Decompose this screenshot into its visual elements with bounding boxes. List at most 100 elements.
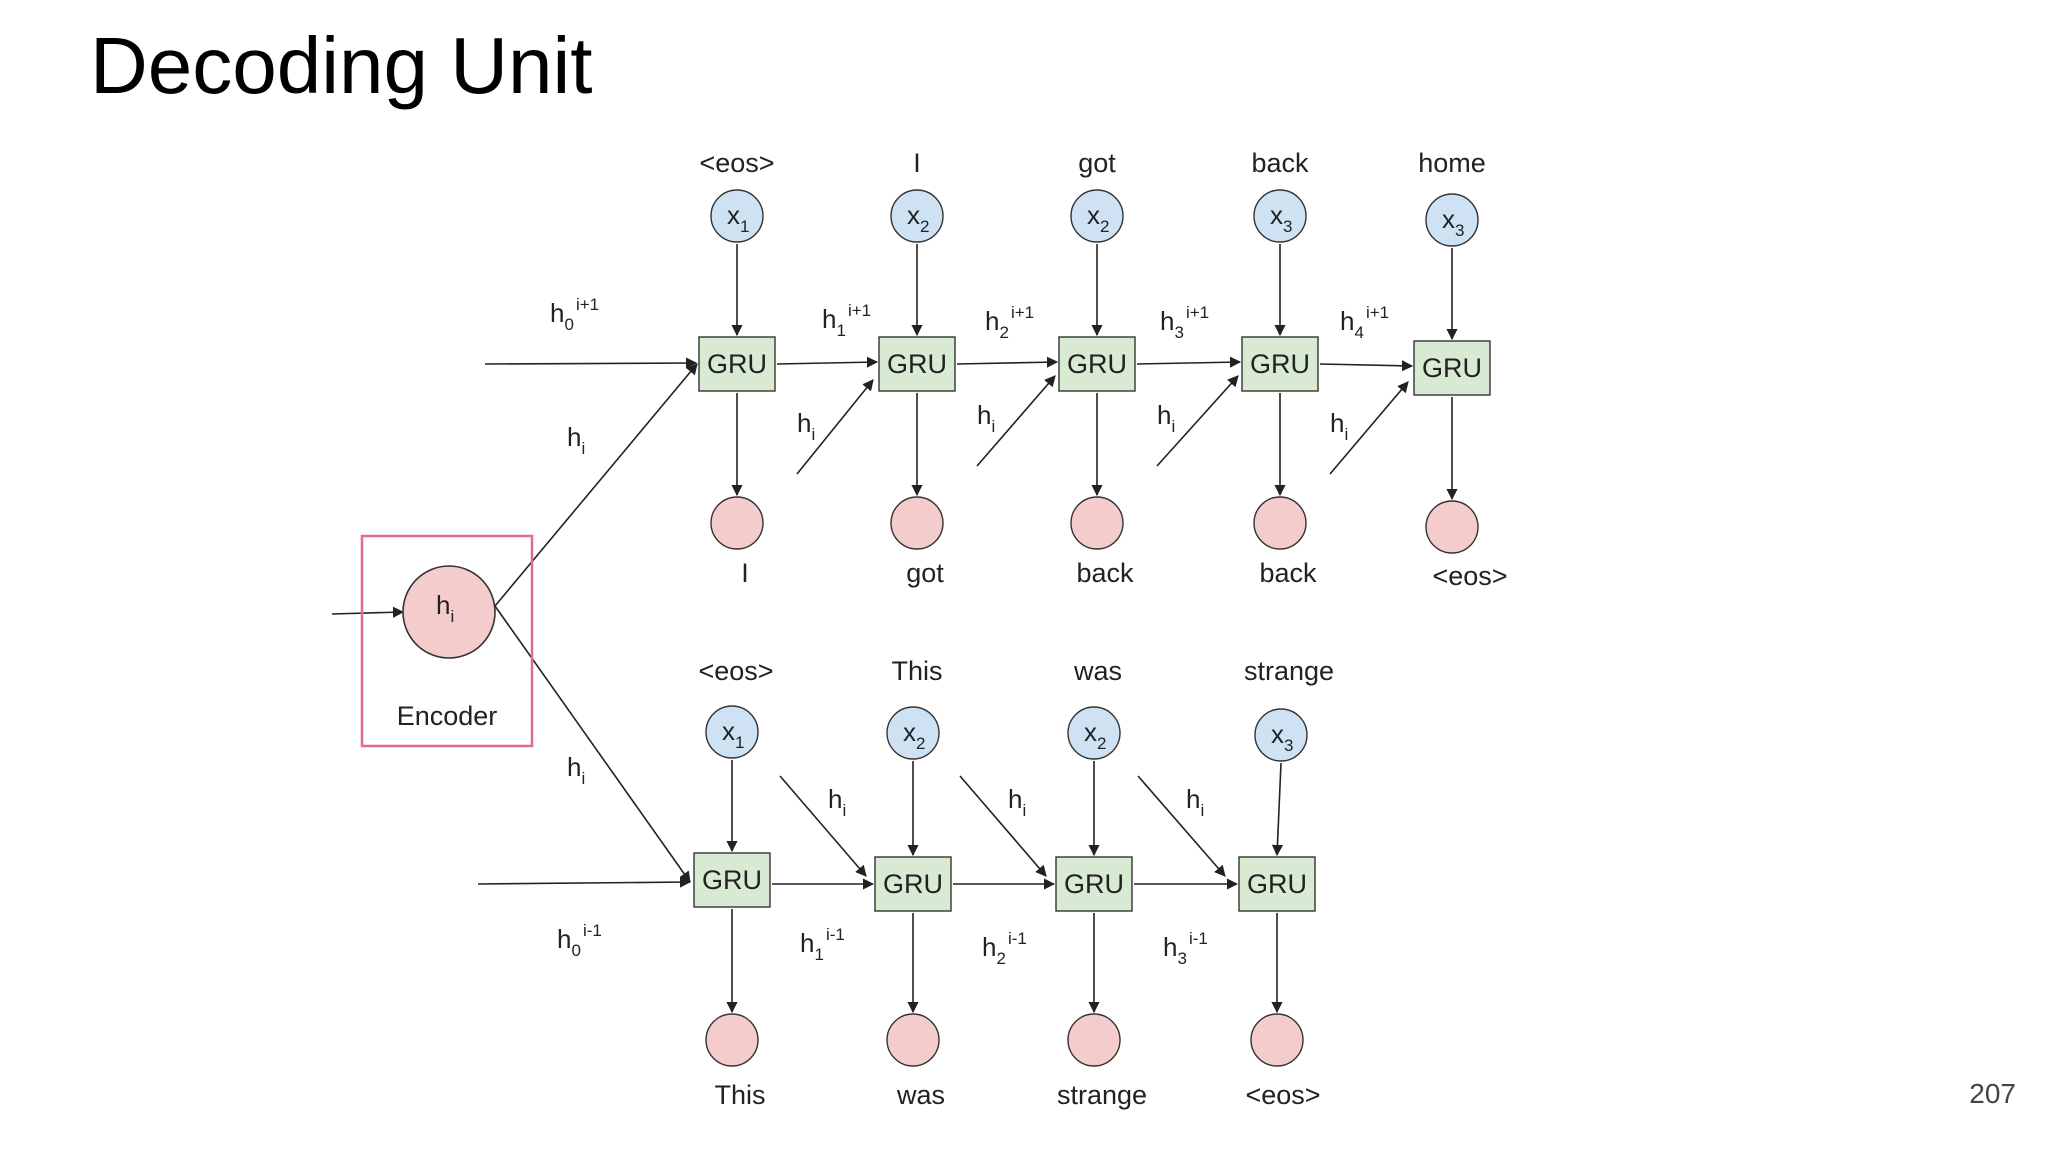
bottom-input-word-0: <eos> [698,656,773,686]
bottom-input-node-3 [1254,708,1308,762]
top-hidden-label-3: h3i+1 [1160,303,1209,342]
top-context-arrow-3 [1156,375,1239,467]
bottom-gru-0 [693,852,771,908]
top-hidden-arrow-0 [776,356,879,368]
bottom-context-label-1: hi [828,784,846,820]
top-gru-0-label: GRU [707,349,767,379]
top-input-word-2: got [1078,148,1116,178]
top-context-label-0: hi [567,422,585,458]
top-output-node-1 [890,496,944,550]
top-input-node-2 [1070,189,1124,243]
top-input-word-3: back [1251,148,1309,178]
bottom-context-arrow-encoder [494,605,691,883]
bottom-output-word-0: This [714,1080,765,1110]
top-hidden-arrow-2 [1136,356,1242,368]
bottom-input-word-1: This [891,656,942,686]
top-hidden-arrow-1 [956,356,1059,368]
bottom-gru-3-label: GRU [1247,869,1307,899]
bottom-gru-0-label: GRU [702,865,762,895]
top-context-arrow-encoder [494,363,698,607]
bottom-gru-1-label: GRU [883,869,943,899]
bottom-gru-2 [1055,856,1133,912]
top-output-node-0 [710,496,764,550]
top-input-node-3-label: x3 [1270,200,1292,236]
top-output-word-2: back [1076,558,1134,588]
encoder-state-label: hi [436,590,454,626]
bottom-output-word-3: <eos> [1245,1080,1320,1110]
top-input-word-4: home [1418,148,1486,178]
bottom-hidden-label-1: h1i-1 [800,925,845,964]
top-gru-2 [1058,336,1136,392]
top-output-word-4: <eos> [1432,561,1507,591]
bottom-input-arrow-3 [1271,762,1284,857]
page-number: 207 [1969,1078,2016,1109]
bottom-context-arrow-3 [1137,775,1226,877]
top-hidden-label-0: h0i+1 [550,295,599,334]
top-input-node-4-label: x3 [1442,204,1464,240]
top-output-word-3: back [1259,558,1317,588]
bottom-context-label-0: hi [567,752,585,788]
bottom-context-arrow-1 [779,775,867,877]
diagram-nodes [360,189,1491,1067]
bottom-context-label-3: hi [1186,784,1204,820]
top-context-label-2: hi [977,400,995,436]
top-gru-1-label: GRU [887,349,947,379]
bottom-output-word-2: strange [1057,1080,1147,1110]
bottom-input-node-1-label: x2 [903,717,925,753]
bottom-hidden-label-3: h3i-1 [1163,929,1208,968]
bottom-input-node-3-label: x3 [1271,719,1293,755]
top-gru-0 [698,336,776,392]
bottom-hidden-label-2: h2i-1 [982,929,1027,968]
bottom-h0-arrow [477,876,692,888]
top-gru-3-label: GRU [1250,349,1310,379]
bottom-input-node-0-label: x1 [722,716,744,752]
top-input-node-2-label: x2 [1087,200,1109,236]
encoder-input-arrow [331,606,405,618]
top-hidden-label-4: h4i+1 [1340,303,1389,342]
top-input-node-4 [1425,193,1479,247]
encoder-box [360,534,534,748]
bottom-input-node-1 [886,706,940,760]
top-context-label-4: hi [1330,408,1348,444]
top-output-word-0: I [741,558,749,588]
slide-title: Decoding Unit [90,21,593,110]
bottom-gru-1 [874,856,952,912]
bottom-input-node-0 [705,705,759,759]
bottom-gru-3 [1238,856,1316,912]
top-context-label-3: hi [1157,400,1175,436]
top-gru-1 [878,336,956,392]
bottom-output-word-1: was [896,1080,945,1110]
bottom-output-node-0 [705,1013,759,1067]
top-output-word-1: got [906,558,944,588]
top-input-node-1 [890,189,944,243]
bottom-output-node-2 [1067,1013,1121,1067]
top-context-arrow-4 [1329,381,1409,475]
diagram-labels: hiEncoder<eos>x1GRUIIx2GRUgotgotx2GRUbac… [397,148,1508,1110]
bottom-input-node-2-label: x2 [1084,717,1106,753]
top-hidden-label-2: h2i+1 [985,303,1034,342]
encoder-state-node [402,565,496,659]
top-input-word-0: <eos> [699,148,774,178]
encoder-label: Encoder [397,701,498,731]
bottom-context-arrow-2 [959,775,1047,877]
bottom-gru-2-label: GRU [1064,869,1124,899]
bottom-output-node-1 [886,1013,940,1067]
bottom-output-node-3 [1250,1013,1304,1067]
top-hidden-label-1: h1i+1 [822,301,871,340]
top-input-node-0 [710,189,764,243]
top-output-node-4 [1425,500,1479,554]
top-input-node-1-label: x2 [907,200,929,236]
top-input-node-0-label: x1 [727,200,749,236]
bottom-input-word-3: strange [1244,656,1334,686]
bottom-input-node-2 [1067,706,1121,760]
top-output-node-2 [1070,496,1124,550]
bottom-input-word-2: was [1073,656,1122,686]
top-context-arrow-2 [976,375,1056,467]
top-context-label-1: hi [797,408,815,444]
bottom-hidden-label-0: h0i-1 [557,921,602,960]
top-hidden-arrow-3 [1319,360,1414,372]
top-output-node-3 [1253,496,1307,550]
top-gru-2-label: GRU [1067,349,1127,379]
diagram-edges [331,244,1458,1014]
top-input-node-3 [1253,189,1307,243]
